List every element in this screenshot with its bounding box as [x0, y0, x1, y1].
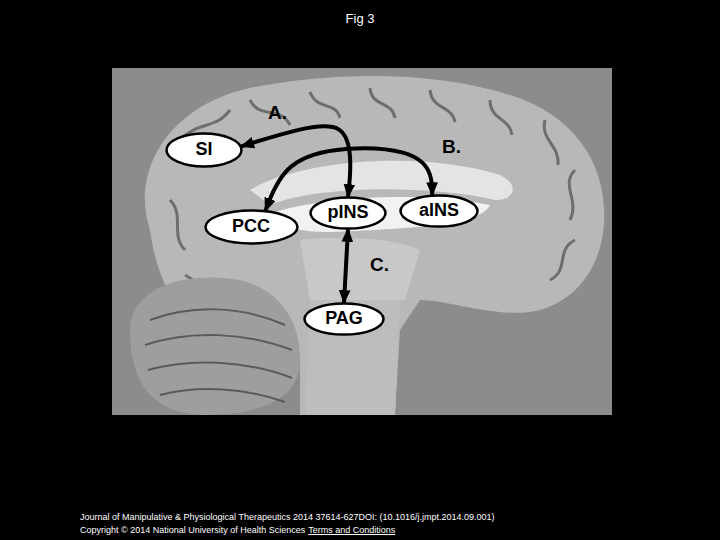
midbrain	[300, 238, 420, 300]
region-label: pINS	[327, 203, 368, 223]
connection-arrow	[344, 229, 348, 303]
brainstem	[305, 300, 400, 415]
region-ellipse: PAG	[303, 302, 385, 336]
cerebellar-folia	[145, 309, 292, 402]
pathway-letter: C.	[370, 254, 389, 276]
region-label: SI	[195, 140, 212, 160]
figure-title: Fig 3	[346, 11, 375, 26]
pathway-letter: A.	[268, 102, 287, 124]
region-ellipse: PCC	[204, 209, 299, 245]
region-label: aINS	[419, 201, 459, 221]
region-ellipse: aINS	[399, 194, 479, 228]
thalamus	[275, 197, 490, 232]
pathway-letter: B.	[442, 136, 461, 158]
region-ellipse: SI	[165, 132, 243, 168]
citation-line: Journal of Manipulative & Physiological …	[80, 512, 495, 522]
region-label: PAG	[325, 309, 363, 329]
gyri-sulci	[170, 88, 575, 310]
region-ellipse: pINS	[309, 196, 387, 230]
cerebellum	[130, 277, 300, 415]
mri-background	[112, 68, 612, 415]
region-label: PCC	[232, 217, 270, 237]
terms-link: Terms and Conditions	[308, 525, 395, 535]
citation-line: Copyright © 2014 National University of …	[80, 525, 305, 535]
